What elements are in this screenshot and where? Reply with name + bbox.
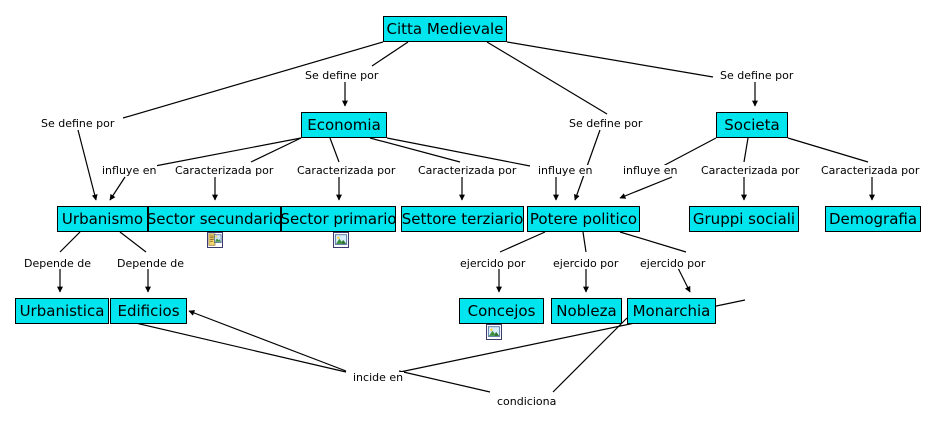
edge-e-potere-ej1 bbox=[499, 231, 546, 253]
edge-e-label-urbanismo bbox=[77, 129, 98, 201]
picture-icon[interactable] bbox=[486, 324, 502, 340]
picture-icon[interactable] bbox=[333, 232, 349, 248]
edge-e-citta-economia bbox=[371, 41, 409, 67]
edge-e-econ-c2 bbox=[329, 137, 340, 163]
node-gruppi[interactable]: Gruppi sociali bbox=[689, 206, 799, 232]
link-label-ll-8: Caracterizada por bbox=[417, 164, 518, 177]
link-label-ll-6: Caracterizada por bbox=[174, 164, 275, 177]
link-label-ll-15: ejercido por bbox=[459, 257, 527, 270]
link-label-ll-18: incide en bbox=[352, 371, 405, 384]
node-terziario[interactable]: Settore terziario bbox=[401, 206, 524, 232]
node-monarchia[interactable]: Monarchia bbox=[627, 298, 716, 324]
edge-e-condiciona-b bbox=[552, 317, 628, 393]
node-citta[interactable]: Citta Medievale bbox=[383, 16, 507, 42]
link-label-ll-11: Caracterizada por bbox=[700, 164, 801, 177]
link-label-ll-14: Depende de bbox=[116, 257, 185, 270]
edge-e-ej3-monarchia bbox=[677, 267, 691, 293]
edge-e-societa-influye bbox=[662, 137, 717, 167]
edge-e-econ-influye2 bbox=[386, 137, 531, 167]
edge-e-potere-ej2 bbox=[582, 231, 587, 253]
node-primario[interactable]: Sector primario bbox=[280, 206, 397, 232]
node-concejos[interactable]: Concejos bbox=[459, 298, 544, 324]
edge-e-econ-c3 bbox=[369, 137, 461, 163]
edge-e-incide-a bbox=[113, 316, 347, 373]
edge-e-influye3-potere bbox=[619, 176, 673, 199]
node-societa[interactable]: Societa bbox=[716, 112, 788, 138]
node-potere[interactable]: Potere politico bbox=[527, 206, 640, 232]
node-urbanistica[interactable]: Urbanistica bbox=[15, 298, 109, 324]
edge-e-econ-c1 bbox=[250, 137, 302, 163]
link-label-ll-7: Caracterizada por bbox=[296, 164, 397, 177]
edge-e-citta-urbanismo bbox=[122, 41, 384, 119]
node-nobleza[interactable]: Nobleza bbox=[551, 298, 622, 324]
link-label-ll-19: condiciona bbox=[496, 395, 558, 408]
node-demografia[interactable]: Demografia bbox=[825, 206, 921, 232]
edge-e-urban-dep1 bbox=[59, 231, 81, 253]
link-label-ll-3: Se define por bbox=[568, 117, 644, 130]
link-label-ll-9: influye en bbox=[537, 164, 594, 177]
edge-e-citta-societa bbox=[506, 41, 714, 78]
link-label-ll-4: Se define por bbox=[719, 69, 795, 82]
edges bbox=[57, 41, 875, 393]
document-image-icon[interactable] bbox=[207, 232, 223, 248]
edge-e-influye-urban bbox=[109, 176, 126, 201]
edge-e-potere-ej3 bbox=[619, 231, 687, 253]
edge-e-condiciona-a bbox=[398, 370, 491, 393]
edge-e-econ-influye bbox=[154, 137, 302, 167]
link-label-ll-17: ejercido por bbox=[639, 257, 707, 270]
node-economia[interactable]: Economia bbox=[301, 112, 387, 138]
link-label-ll-5: influye en bbox=[101, 164, 158, 177]
edge-e-societa-c5 bbox=[787, 137, 869, 163]
edge-e-incide-b bbox=[188, 310, 347, 372]
edge-e-citta-potere bbox=[486, 41, 608, 115]
link-label-ll-1: Se define por bbox=[40, 117, 116, 130]
node-urbanismo[interactable]: Urbanismo bbox=[57, 206, 148, 232]
edge-e-urban-dep2 bbox=[119, 231, 147, 253]
node-secundario[interactable]: Sector secundario bbox=[147, 206, 282, 232]
link-label-ll-10: influye en bbox=[622, 164, 679, 177]
node-edificios[interactable]: Edificios bbox=[110, 298, 187, 324]
edge-e-societa-c4 bbox=[743, 137, 749, 163]
link-label-ll-2: Se define por bbox=[304, 69, 380, 82]
link-label-ll-16: ejercido por bbox=[552, 257, 620, 270]
link-label-ll-13: Depende de bbox=[23, 257, 92, 270]
link-label-ll-12: Caracterizada por bbox=[820, 164, 921, 177]
